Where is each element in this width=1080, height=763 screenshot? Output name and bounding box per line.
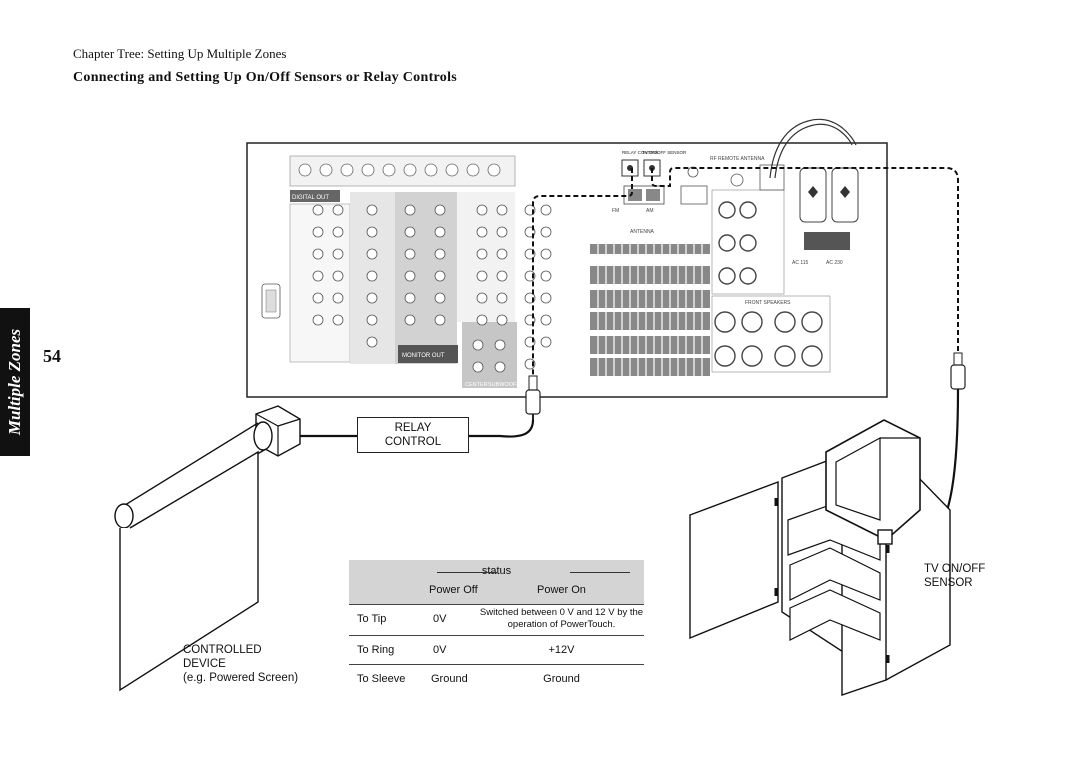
- table-row: To Ring 0V +12V: [349, 636, 644, 665]
- status-table-header: status Power Off Power On: [349, 560, 644, 605]
- digital-out-label: DIGITAL OUT: [292, 195, 329, 201]
- row-label: To Sleeve: [357, 673, 406, 685]
- chapter-side-tab: Multiple Zones: [0, 308, 30, 456]
- ac230-label: AC 230: [826, 260, 843, 266]
- row-on-value: +12V: [548, 644, 575, 656]
- col-power-on: Power On: [537, 584, 586, 596]
- sensor-plug: [950, 352, 966, 390]
- powered-screen-illustration: [114, 405, 301, 692]
- page-number: 54: [43, 346, 61, 366]
- am-label: AM: [646, 208, 654, 214]
- controlled-device-line1: CONTROLLED: [183, 644, 262, 656]
- relay-label-line1: RELAY: [394, 422, 432, 434]
- relay-plug: [525, 375, 541, 420]
- controlled-device-label: CONTROLLED DEVICE (e.g. Powered Screen): [183, 643, 298, 685]
- tv-sensor-line1: TV ON/OFF: [924, 563, 986, 575]
- row-off-value: 0V: [433, 644, 447, 656]
- fm-label: FM: [612, 208, 619, 214]
- status-table: status Power Off Power On To Tip 0V Swit…: [349, 560, 644, 693]
- relay-signal-route: [532, 168, 633, 388]
- row-off-value: Ground: [431, 673, 468, 685]
- ac115-label: AC 115: [792, 260, 809, 266]
- status-header: status: [349, 565, 644, 577]
- tv-sensor-label: TV ON/OFF SENSOR: [924, 562, 985, 590]
- rf-remote-label: RF REMOTE ANTENNA: [710, 156, 765, 162]
- sensor-signal-route: [651, 167, 959, 355]
- tv-sensor-line2: SENSOR: [924, 577, 973, 589]
- table-row: To Sleeve Ground Ground: [349, 665, 644, 693]
- relay-control-box: RELAY CONTROL: [357, 417, 469, 453]
- monitor-out-label: MONITOR OUT: [402, 353, 445, 359]
- center-label: CENTER: [465, 382, 488, 388]
- row-label: To Ring: [357, 644, 395, 656]
- relay-control-jack-label: RELAY CONTROL: [622, 150, 660, 155]
- controlled-device-line2: DEVICE: [183, 658, 226, 670]
- row-on-value: Switched between 0 V and 12 V by the ope…: [479, 607, 644, 630]
- controlled-device-line3: (e.g. Powered Screen): [183, 672, 299, 684]
- relay-cable: [469, 419, 535, 438]
- relay-label-line2: CONTROL: [384, 436, 442, 448]
- col-power-off: Power Off: [429, 584, 478, 596]
- breadcrumb: Chapter Tree: Setting Up Multiple Zones: [73, 46, 287, 61]
- tv-cabinet-illustration: [689, 419, 951, 696]
- table-row: To Tip 0V Switched between 0 V and 12 V …: [349, 605, 644, 636]
- antenna-label: ANTENNA: [630, 229, 655, 235]
- front-speakers-label: FRONT SPEAKERS: [745, 300, 791, 306]
- subwoofer-label: SUBWOOFER: [488, 382, 524, 388]
- receiver-rear-panel: DIGITAL OUT MONITOR OUT CENTER SUBWOOFER: [246, 142, 888, 398]
- row-off-value: 0V: [433, 613, 447, 625]
- power-cord: [774, 123, 853, 179]
- page-heading: Connecting and Setting Up On/Off Sensors…: [73, 70, 458, 85]
- row-on-value: Ground: [543, 673, 580, 685]
- row-label: To Tip: [357, 613, 387, 625]
- tv-sensor-jack-label: TV ON/OFF SENSOR: [642, 150, 687, 155]
